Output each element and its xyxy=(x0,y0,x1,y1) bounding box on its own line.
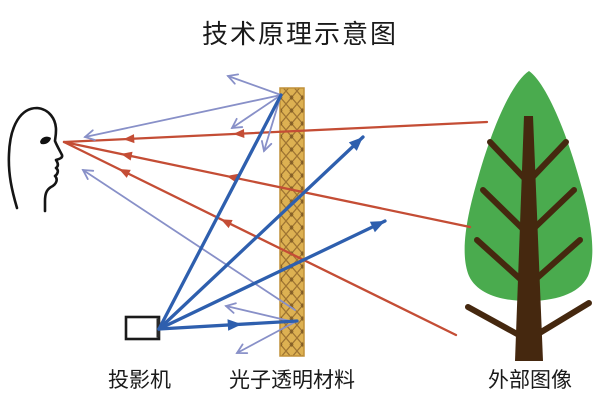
projector-ray-arrowhead-icon xyxy=(348,137,363,151)
red-ray-arrowhead-icon xyxy=(118,169,131,178)
page-title: 技术原理示意图 xyxy=(201,20,398,50)
projector-ray-arrowhead-icon xyxy=(227,319,242,331)
red-ray-arrowhead-icon xyxy=(123,134,135,144)
red-ray-line xyxy=(62,140,458,337)
scattered-ray-line xyxy=(236,321,296,354)
material-rect xyxy=(279,87,305,357)
scattered-ray-line xyxy=(227,75,282,96)
projector-body xyxy=(124,315,161,341)
scattered-ray-arrowhead-icon xyxy=(230,117,244,130)
red-ray-line xyxy=(62,140,472,229)
projector-graphic xyxy=(124,315,161,341)
red-ray-arrowhead-icon xyxy=(220,219,233,229)
projector-label: 投影机 xyxy=(108,368,171,392)
scattered-ray-line xyxy=(231,94,282,129)
projector-ray-line xyxy=(157,93,283,331)
head-profile xyxy=(7,106,64,213)
tree-graphic xyxy=(464,71,593,361)
red-ray-arrowhead-icon xyxy=(120,151,133,161)
material-label: 光子透明材料 xyxy=(229,368,355,392)
scattered-ray-arrowhead-icon xyxy=(260,140,273,153)
scattered-ray-line xyxy=(263,94,282,152)
projector-ray-arrowhead-icon xyxy=(369,221,385,233)
scattered-ray-line xyxy=(225,305,295,323)
red-ray-line xyxy=(62,120,489,144)
scattered-ray-arrowhead-icon xyxy=(226,73,240,85)
red-ray-arrowhead-icon xyxy=(233,128,245,138)
photonic-material-strip xyxy=(279,87,305,357)
eye-icon xyxy=(40,136,51,145)
tree-trunk xyxy=(515,116,543,361)
light-rays-layer xyxy=(62,73,489,355)
scattered-ray-arrowhead-icon xyxy=(235,343,249,355)
projector-ray-line xyxy=(157,135,365,331)
scattered-ray-arrowhead-icon xyxy=(81,168,95,180)
head-outline xyxy=(7,106,64,213)
projector-ray-line xyxy=(157,219,387,331)
external-image-label: 外部图像 xyxy=(488,368,572,392)
scattered-ray-line xyxy=(84,94,282,138)
scattered-ray-arrowhead-icon xyxy=(83,129,96,141)
scattered-ray-arrowhead-icon xyxy=(224,302,237,314)
scattered-ray-line xyxy=(82,169,296,311)
